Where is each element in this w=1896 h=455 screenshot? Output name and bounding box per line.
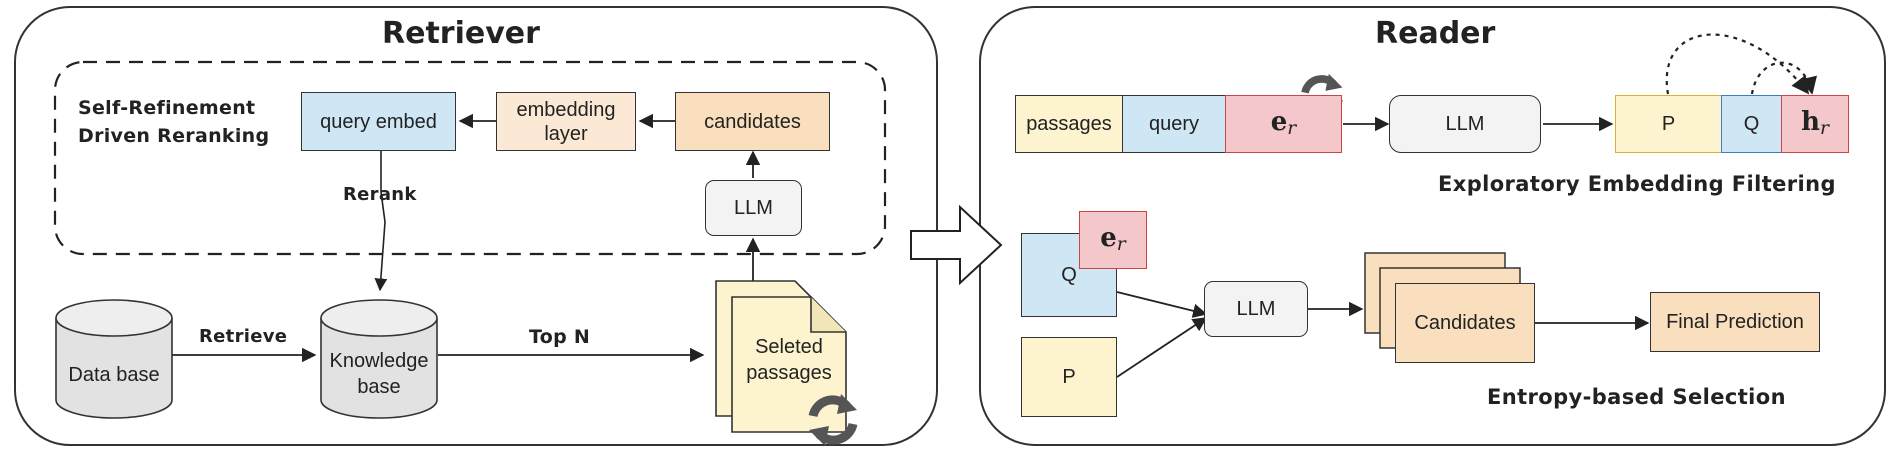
out-hr-sub: r — [1819, 118, 1829, 140]
out-hr-label: hr — [1801, 107, 1829, 140]
seq-er-label: er — [1271, 107, 1297, 140]
dotted-arrow-from-p — [1665, 33, 1810, 95]
retriever-llm-label: LLM — [734, 197, 773, 219]
reranking-region — [53, 60, 887, 256]
reader-llm-top-label: LLM — [1445, 113, 1485, 135]
top-n-label: Top N — [529, 326, 591, 348]
er-box: er — [1079, 211, 1147, 269]
final-prediction-box: Final Prediction — [1650, 292, 1820, 352]
er-box-base: e — [1100, 223, 1117, 254]
seq-er-sub: r — [1287, 118, 1297, 140]
selected-passages-label-1: Seleted — [755, 336, 823, 358]
seq-er-box: er — [1225, 95, 1342, 153]
refresh-icon — [808, 394, 858, 446]
knowledge-base-label: Knowledge base — [316, 348, 442, 400]
out-q-box: Q — [1721, 95, 1782, 153]
entropy-label: Entropy-based Selection — [1487, 385, 1786, 409]
query-embed-label: query embed — [320, 110, 437, 133]
database-cylinder — [55, 299, 173, 419]
out-q-label: Q — [1743, 113, 1760, 135]
er-box-sub: r — [1116, 234, 1126, 256]
database-label: Data base — [68, 364, 160, 386]
reader-llm-bottom-label: LLM — [1236, 298, 1276, 320]
embedding-layer-label-1: embedding — [516, 98, 616, 121]
candidates-box: candidates — [675, 92, 830, 151]
q-box-label: Q — [1061, 264, 1077, 286]
retriever-title: Retriever — [382, 16, 540, 51]
reader-candidates-label: Candidates — [1414, 312, 1516, 334]
p-box: P — [1021, 337, 1117, 417]
out-hr-box: hr — [1781, 95, 1849, 153]
er-box-label: er — [1100, 223, 1126, 256]
seq-passages-label: passages — [1026, 113, 1112, 135]
seq-query-box: query — [1122, 95, 1226, 153]
query-embed-box: query embed — [301, 92, 456, 151]
candidates-label: candidates — [704, 110, 801, 133]
knowledge-base-label-1: Knowledge — [329, 350, 429, 372]
rerank-label: Rerank — [343, 184, 417, 205]
seq-query-label: query — [1148, 113, 1200, 135]
knowledge-base-label-2: base — [357, 376, 401, 398]
selected-passages-label-2: passages — [746, 362, 832, 384]
final-prediction-label: Final Prediction — [1666, 311, 1804, 333]
out-p-label: P — [1661, 113, 1676, 135]
exploratory-label: Exploratory Embedding Filtering — [1438, 172, 1836, 196]
dotted-arrow-from-q — [1750, 61, 1817, 95]
arrow-rerank — [374, 151, 388, 292]
retrieve-label: Retrieve — [199, 326, 288, 347]
retriever-llm-box: LLM — [705, 180, 802, 236]
reader-llm-top-box: LLM — [1389, 95, 1541, 153]
selected-passages-label: Seleted passages — [732, 334, 846, 386]
arrow-p-to-llm — [1116, 317, 1208, 378]
transition-arrow — [910, 204, 1003, 286]
reader-title: Reader — [1375, 16, 1496, 51]
rerank-section-label-1: Self-Refinement — [78, 97, 256, 119]
knowledge-base-cylinder — [320, 299, 438, 419]
reader-llm-bottom-box: LLM — [1204, 281, 1308, 337]
embedding-layer-label-2: layer — [544, 122, 588, 145]
out-hr-base: h — [1801, 107, 1820, 138]
selected-passages-docs — [715, 280, 847, 433]
arrow-q-to-llm — [1116, 291, 1208, 318]
rerank-section-label-2: Driven Reranking — [78, 125, 270, 147]
seq-passages-box: passages — [1015, 95, 1123, 153]
candidates-front-box: Candidates — [1395, 283, 1535, 363]
p-box-label: P — [1062, 366, 1076, 388]
embedding-layer-box: embedding layer — [496, 92, 636, 151]
seq-er-base: e — [1270, 107, 1288, 138]
out-p-box: P — [1615, 95, 1722, 153]
